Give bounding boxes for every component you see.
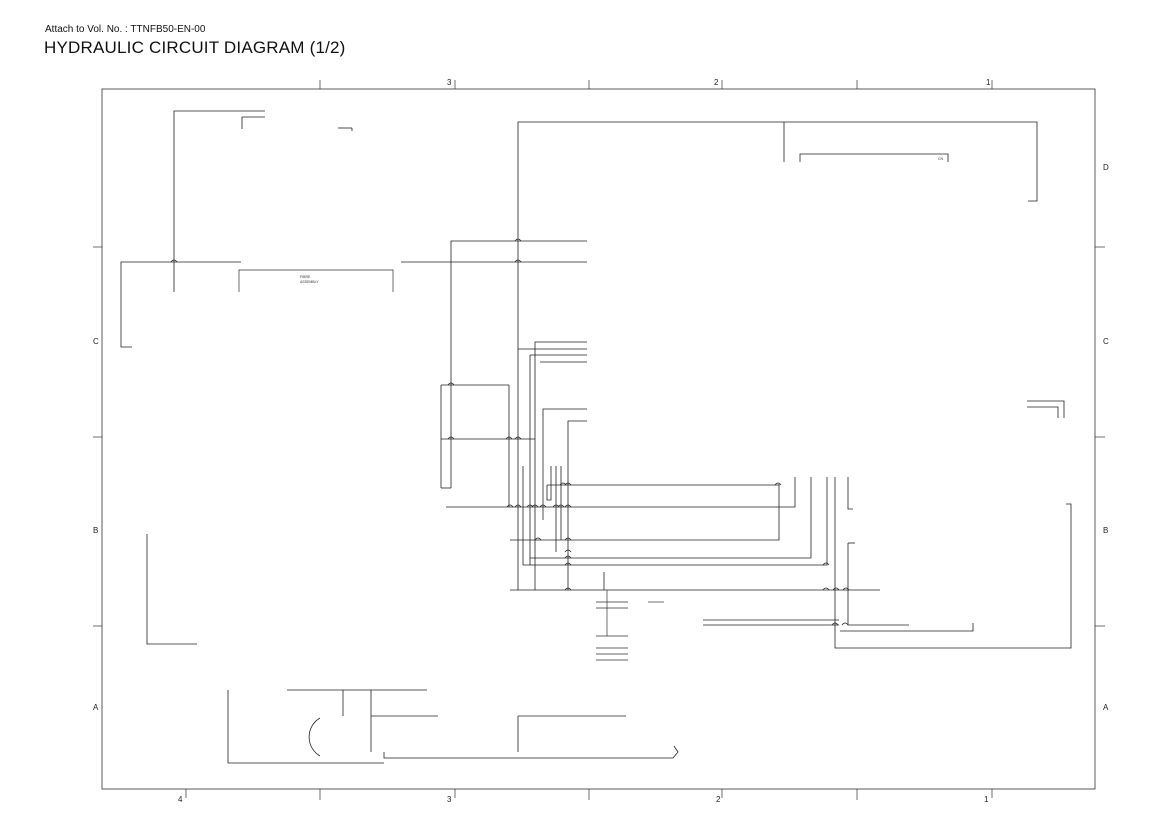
row-label-left-c: C [93,337,99,346]
row-label-left-b: B [93,526,98,535]
box-upper-right-label: CN [938,157,944,161]
middle-horizontal-lines [446,466,880,591]
attach-volume-label: Attach to Vol. No. : TTNFB50-EN-00 [45,24,206,35]
column-label-top-3: 3 [447,78,452,87]
page-title: HYDRAULIC CIRCUIT DIAGRAM (1/2) [44,38,346,57]
column-label-bottom-4: 4 [178,795,183,804]
column-label-bottom-1: 1 [984,795,989,804]
frame-ticks-top [319,80,993,89]
box-upper-left-label-1: FIBRE [300,275,311,279]
lower-left-circuit [146,534,679,764]
column-label-bottom-3: 3 [447,795,452,804]
central-bus-lines [440,238,587,590]
frame-ticks-bottom [185,789,993,800]
row-label-right-c: C [1103,337,1109,346]
frame-ticks-sides [93,246,1105,627]
diagram-frame [101,88,1096,790]
column-label-bottom-2: 2 [716,795,721,804]
column-label-top-2: 2 [714,78,719,87]
fibre-assembly-box: FIBRE ASSEMBLY [238,269,394,292]
upper-right-circuit [517,121,1038,590]
column-label-top-1: 1 [986,78,991,87]
row-label-right-a: A [1103,703,1109,712]
lower-right-circuit [703,400,1072,649]
box-upper-left-label-2: ASSEMBLY [300,280,319,284]
row-label-right-b: B [1103,526,1108,535]
upper-left-circuit [120,110,451,348]
center-bottom-lines [596,590,664,661]
row-label-left-a: A [93,703,99,712]
row-label-right-d: D [1103,163,1109,172]
